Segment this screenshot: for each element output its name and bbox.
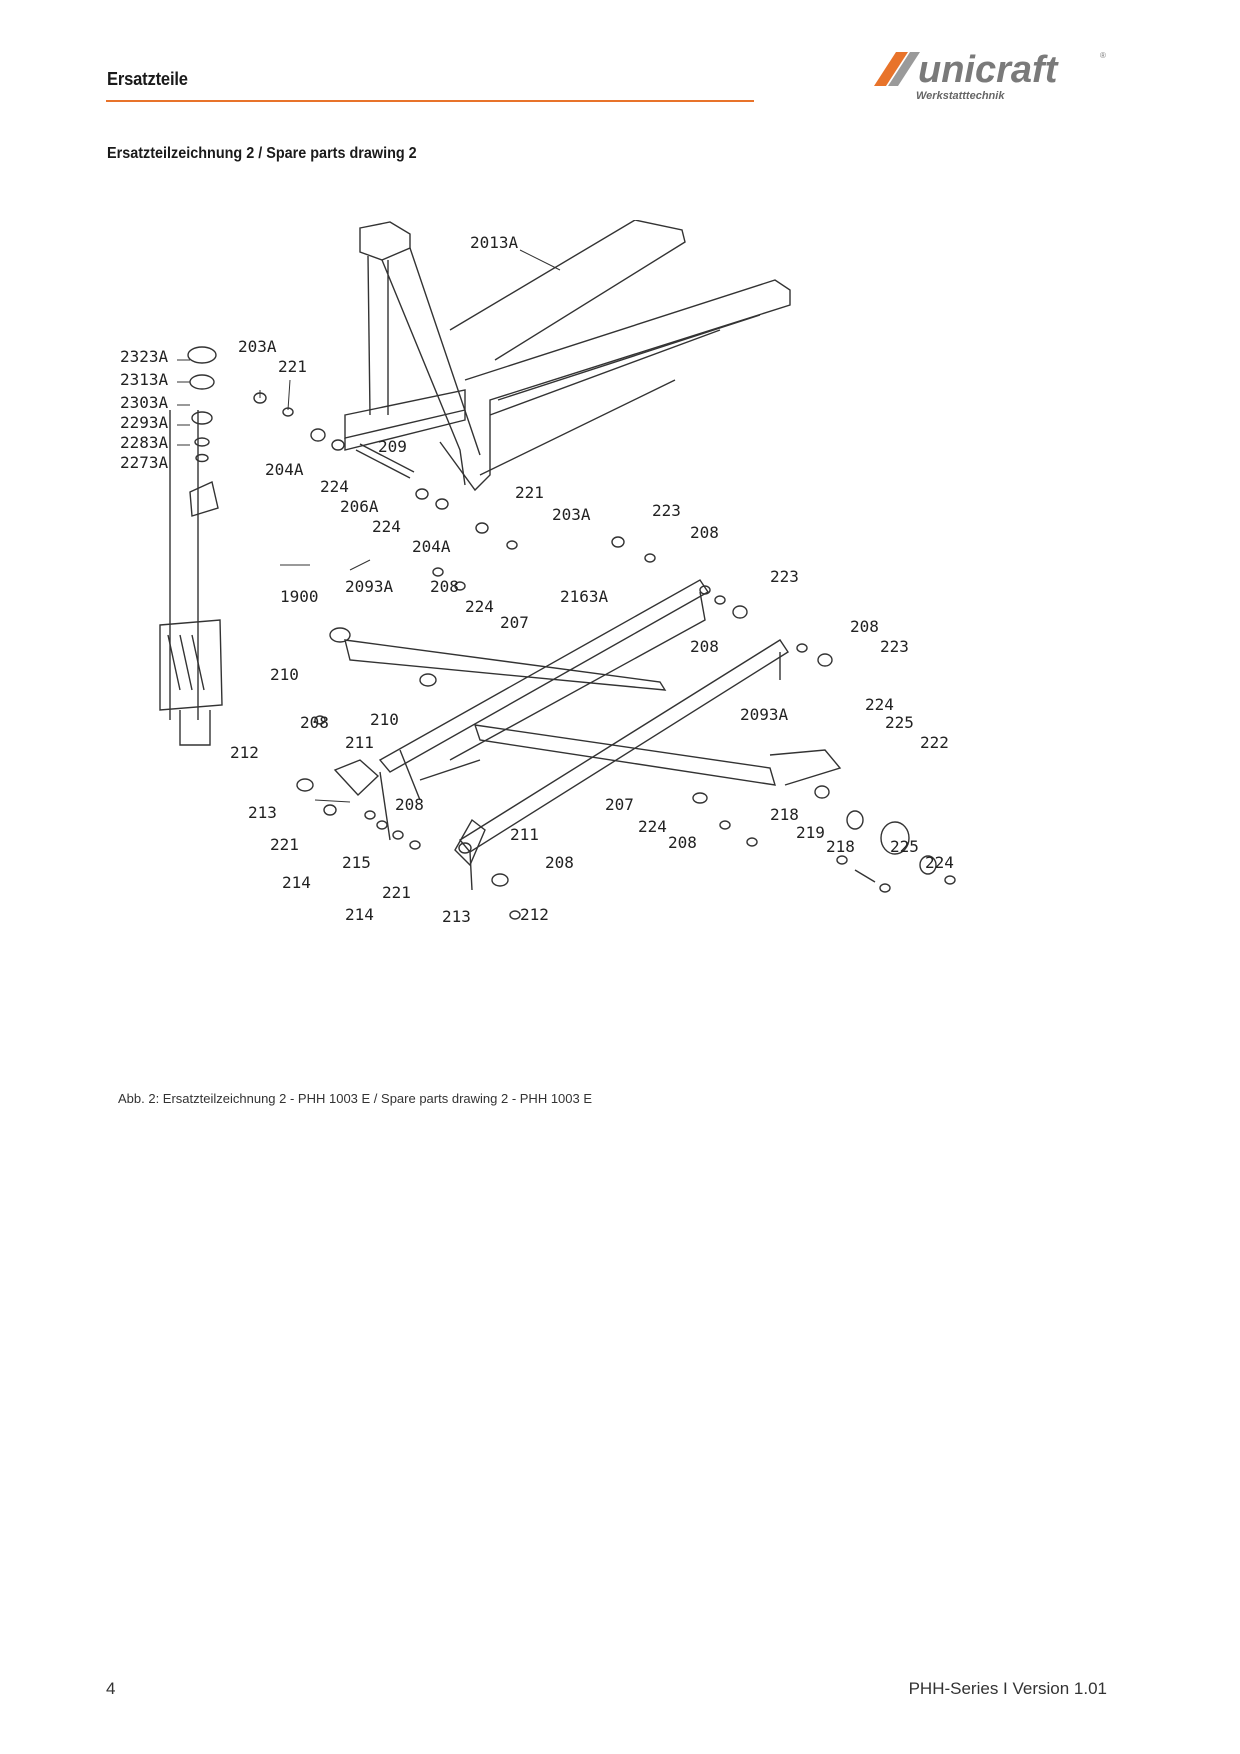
part-label: 2273A: [120, 453, 169, 472]
page-number: 4: [106, 1679, 116, 1698]
part-label: 214: [345, 905, 374, 924]
part-label: 221: [270, 835, 299, 854]
part-label: 213: [248, 803, 277, 822]
page-header-title: Ersatzteile: [107, 69, 188, 89]
part-label: 221: [382, 883, 411, 902]
figure-caption: Abb. 2: Ersatzteilzeichnung 2 - PHH 1003…: [118, 1091, 593, 1106]
logo-subtitle: Werkstatttechnik: [916, 90, 1005, 102]
part-label: 219: [796, 823, 825, 842]
part-label: 2163A: [560, 587, 609, 606]
part-label: 225: [885, 713, 914, 732]
part-label: 224: [925, 853, 954, 872]
part-label: 2093A: [740, 705, 789, 724]
part-label: 211: [510, 825, 539, 844]
part-label: 209: [378, 437, 407, 456]
part-label: 218: [826, 837, 855, 856]
section-title: Ersatzteilzeichnung 2 / Spare parts draw…: [107, 145, 417, 162]
part-label: 223: [880, 637, 909, 656]
part-label: 1900: [280, 587, 319, 606]
part-label: 210: [370, 710, 399, 729]
part-label: 203A: [238, 337, 277, 356]
part-label: 2313A: [120, 370, 169, 389]
part-label: 224: [372, 517, 401, 536]
exploded-parts-drawing: 2013A 2323A 2313A 2303A 2293A 2283A 2273…: [120, 220, 956, 926]
part-label: 212: [230, 743, 259, 762]
part-label: 208: [395, 795, 424, 814]
part-label: 207: [500, 613, 529, 632]
part-label: 218: [770, 805, 799, 824]
part-label: 208: [545, 853, 574, 872]
part-label: 206A: [340, 497, 379, 516]
part-label: 208: [690, 523, 719, 542]
part-label: 208: [668, 833, 697, 852]
part-label: 204A: [412, 537, 451, 556]
part-label: 224: [465, 597, 494, 616]
header-divider: [106, 100, 754, 102]
part-label: 208: [430, 577, 459, 596]
part-label: 224: [320, 477, 349, 496]
part-label: 210: [270, 665, 299, 684]
part-label: 224: [638, 817, 667, 836]
part-label: 221: [515, 483, 544, 502]
part-label: 203A: [552, 505, 591, 524]
svg-text:®: ®: [1100, 51, 1106, 60]
part-label: 2013A: [470, 233, 519, 252]
part-label: 223: [652, 501, 681, 520]
part-label: 215: [342, 853, 371, 872]
part-label: 221: [278, 357, 307, 376]
part-label: 211: [345, 733, 374, 752]
part-label: 2093A: [345, 577, 394, 596]
part-label: 2283A: [120, 433, 169, 452]
part-label: 2323A: [120, 347, 169, 366]
part-label: 214: [282, 873, 311, 892]
unicraft-logo-icon: unicraft ®: [874, 49, 1106, 91]
part-label: 213: [442, 907, 471, 926]
part-label: 208: [850, 617, 879, 636]
footer-series-version: PHH-Series I Version 1.01: [908, 1679, 1107, 1698]
part-label: 225: [890, 837, 919, 856]
svg-text:unicraft: unicraft: [918, 49, 1059, 91]
part-label: 208: [300, 713, 329, 732]
part-label: 2303A: [120, 393, 169, 412]
part-label: 212: [520, 905, 549, 924]
part-label: 224: [865, 695, 894, 714]
part-label: 208: [690, 637, 719, 656]
part-label: 207: [605, 795, 634, 814]
part-label: 222: [920, 733, 949, 752]
part-label: 223: [770, 567, 799, 586]
part-label: 204A: [265, 460, 304, 479]
part-label: 2293A: [120, 413, 169, 432]
